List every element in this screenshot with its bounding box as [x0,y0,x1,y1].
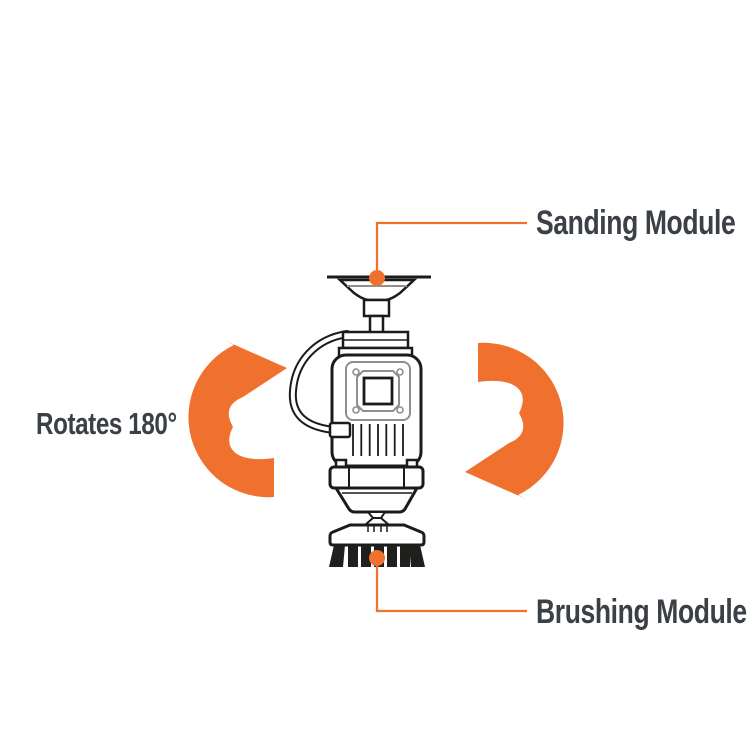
motor-top-cap [337,330,414,358]
brushing-module-label: Brushing Module [536,593,747,631]
power-cable [288,330,351,434]
motor-body [328,353,423,468]
right-rotation-arrow-clockwise-icon [465,342,564,499]
collar-clamp [328,458,425,514]
face-plate [345,361,411,421]
screw-icon [396,406,404,414]
screw-icon [352,406,360,414]
brushing-leader-line [375,560,527,613]
drive-joint [362,511,392,526]
rotates-180-label: Rotates 180° [36,406,177,441]
rotation-arrows [188,341,564,499]
cable-connector [328,421,352,439]
callouts [369,221,527,613]
sanding-module-label: Sanding Module [536,204,736,242]
sanding-leader-line [375,221,527,270]
device-illustration [288,275,431,567]
screw-icon [352,368,360,376]
window-frame [356,370,400,412]
brushing-callout-dot-marker [369,550,385,566]
left-rotation-arrow-clockwise-icon [188,341,287,498]
cap-ticks [367,526,388,532]
sanding-callout-dot-marker [369,270,385,286]
vent-slats [352,424,404,456]
screw-icon [396,368,404,376]
window [362,376,394,406]
brush-cap [328,523,426,547]
